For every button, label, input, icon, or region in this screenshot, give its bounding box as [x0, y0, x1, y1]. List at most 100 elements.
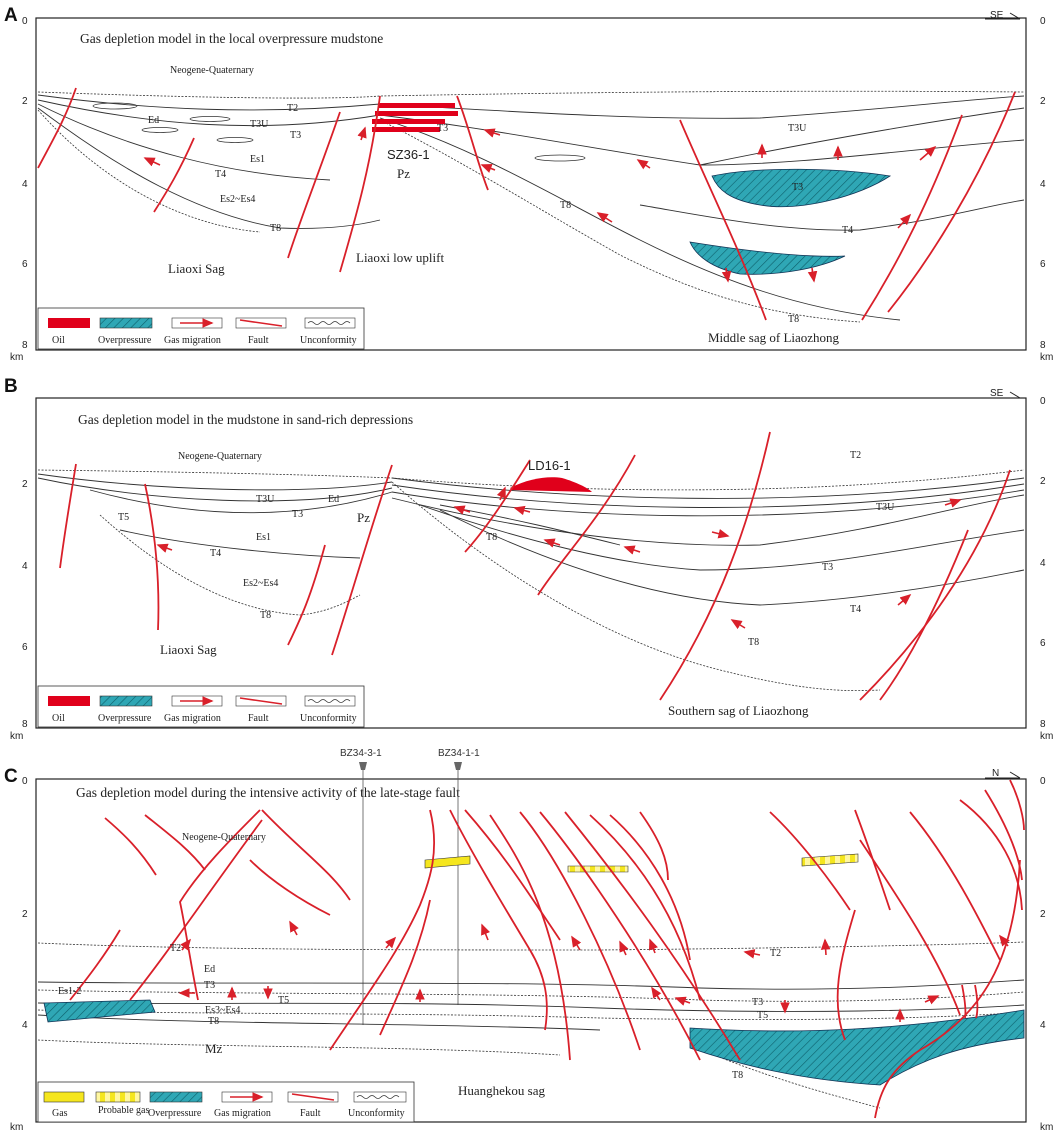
svg-text:T8: T8	[486, 532, 497, 543]
svg-text:N: N	[992, 768, 999, 779]
svg-text:2: 2	[1040, 909, 1046, 920]
svg-text:T3: T3	[290, 130, 301, 141]
svg-text:Oil: Oil	[52, 335, 65, 346]
svg-text:SE: SE	[990, 10, 1004, 21]
svg-text:2: 2	[22, 96, 28, 107]
panel-b-labels: Neogene-Quaternary T3U Ed T3 T5 Es1 T4 E…	[118, 450, 895, 718]
svg-text:Fault: Fault	[248, 713, 269, 724]
svg-text:T3U: T3U	[788, 123, 807, 134]
svg-text:0: 0	[22, 776, 28, 787]
svg-text:T3: T3	[204, 980, 215, 991]
panel-b-depth-axis-left: 2 4 6 8 km	[10, 479, 28, 742]
panel-a-frame	[35, 17, 1027, 351]
panel-c-gas-migration-arrows	[178, 920, 1010, 1022]
panel-c-compass: N	[985, 768, 1021, 779]
svg-text:T3: T3	[292, 509, 303, 520]
svg-text:T3U: T3U	[250, 119, 269, 130]
svg-text:Pz: Pz	[357, 510, 370, 525]
panel-a-sand-lenses	[92, 102, 586, 162]
svg-text:T8: T8	[748, 637, 759, 648]
panel-b-faults	[59, 431, 1011, 701]
svg-text:6: 6	[22, 642, 28, 653]
svg-text:Unconformity: Unconformity	[300, 713, 357, 724]
svg-text:4: 4	[1040, 1020, 1046, 1031]
svg-text:Gas migration: Gas migration	[214, 1108, 271, 1119]
panel-c-title: Gas depletion model during the intensive…	[76, 785, 460, 800]
svg-text:Liaoxi Sag: Liaoxi Sag	[168, 261, 225, 276]
svg-text:T8: T8	[270, 223, 281, 234]
svg-text:T2: T2	[287, 103, 298, 114]
svg-text:T5: T5	[757, 1010, 768, 1021]
svg-text:Unconformity: Unconformity	[300, 335, 357, 346]
svg-text:T3: T3	[792, 182, 803, 193]
svg-text:4: 4	[1040, 179, 1046, 190]
svg-text:2: 2	[1040, 96, 1046, 107]
svg-text:Es2~Es4: Es2~Es4	[220, 194, 255, 205]
svg-text:km: km	[10, 1122, 23, 1133]
svg-text:T4: T4	[842, 225, 853, 236]
panel-a-letter: A	[4, 5, 18, 26]
svg-text:T2: T2	[770, 948, 781, 959]
svg-text:Neogene-Quaternary: Neogene-Quaternary	[170, 65, 254, 76]
panel-c-faults	[69, 779, 1025, 1119]
svg-text:0: 0	[1040, 396, 1046, 407]
svg-text:4: 4	[22, 561, 28, 572]
svg-text:T8: T8	[260, 610, 271, 621]
svg-text:km: km	[10, 731, 23, 742]
svg-text:BZ34-1-1: BZ34-1-1	[438, 748, 480, 759]
panel-b-depth-axis-right: 0 2 4 6 8 km	[1040, 396, 1053, 742]
svg-text:km: km	[10, 352, 23, 363]
panel-c-well-bz34-1-1: BZ34-1-1	[438, 748, 480, 1005]
svg-text:km: km	[1040, 352, 1053, 363]
svg-text:Overpressure: Overpressure	[148, 1108, 202, 1119]
svg-text:T8: T8	[560, 200, 571, 211]
panel-b-gas-migration-arrows	[156, 486, 962, 630]
svg-text:0: 0	[22, 16, 28, 27]
svg-text:LD16-1: LD16-1	[528, 458, 571, 473]
svg-text:4: 4	[1040, 558, 1046, 569]
svg-text:SZ36-1: SZ36-1	[387, 147, 430, 162]
legend-oil-swatch	[48, 318, 90, 328]
svg-text:6: 6	[22, 259, 28, 270]
svg-text:8: 8	[22, 340, 28, 351]
svg-text:Liaoxi Sag: Liaoxi Sag	[160, 642, 217, 657]
svg-text:2: 2	[22, 909, 28, 920]
panel-b-compass: SE	[985, 388, 1021, 399]
panel-a-depth-axis-left: 0 2 4 6 8 km	[10, 16, 28, 363]
panel-b: B Gas depletion model in the mudstone in…	[4, 376, 1053, 742]
svg-text:8: 8	[1040, 719, 1046, 730]
svg-text:Fault: Fault	[300, 1108, 321, 1119]
svg-text:Es1: Es1	[250, 154, 265, 165]
svg-text:T3: T3	[752, 997, 763, 1008]
panel-c-depth-axis-left: 0 2 4 km	[10, 776, 28, 1133]
svg-text:Liaoxi low uplift: Liaoxi low uplift	[356, 250, 444, 265]
panel-a-overpressure-lower	[689, 241, 846, 275]
svg-text:8: 8	[22, 719, 28, 730]
panel-b-letter: B	[4, 376, 18, 397]
panel-a-oil	[372, 103, 458, 132]
svg-text:T5: T5	[278, 995, 289, 1006]
svg-text:T2: T2	[170, 943, 181, 954]
panel-c-labels: Neogene-Quaternary T2 Ed T3 Es1-2 T5 Es3…	[58, 832, 781, 1098]
svg-text:Oil: Oil	[52, 713, 65, 724]
panel-a-overpressure-upper	[711, 168, 892, 208]
svg-text:Overpressure: Overpressure	[98, 335, 152, 346]
panel-a-compass: SE	[985, 10, 1021, 21]
svg-text:Unconformity: Unconformity	[348, 1108, 405, 1119]
panel-c-frame	[35, 778, 1027, 1123]
panel-b-title: Gas depletion model in the mudstone in s…	[78, 412, 413, 427]
svg-text:SE: SE	[990, 388, 1004, 399]
svg-text:Es1: Es1	[256, 532, 271, 543]
panel-c-gas	[424, 853, 859, 873]
svg-text:T2: T2	[850, 450, 861, 461]
svg-text:4: 4	[22, 179, 28, 190]
svg-text:T8: T8	[788, 314, 799, 325]
svg-text:Probable gas: Probable gas	[98, 1105, 149, 1116]
svg-text:T4: T4	[210, 548, 221, 559]
svg-text:0: 0	[1040, 776, 1046, 787]
svg-text:T5: T5	[118, 512, 129, 523]
svg-text:0: 0	[1040, 16, 1046, 27]
legend-overpressure-swatch	[99, 317, 153, 329]
panel-a-depth-axis-right: 0 2 4 6 8 km	[1040, 16, 1053, 363]
